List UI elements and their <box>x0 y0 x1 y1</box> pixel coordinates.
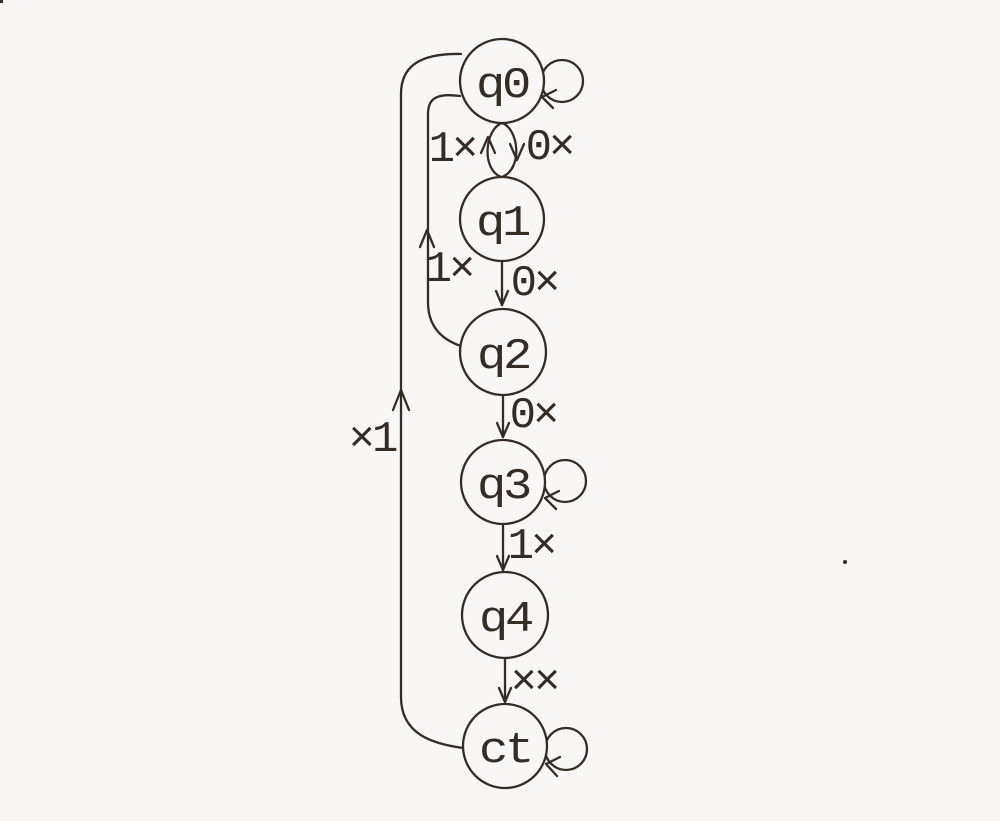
self-loop-ct-arrowhead <box>544 755 562 778</box>
scan-speck-corner <box>0 0 3 3</box>
self-loop-ct <box>543 726 589 772</box>
transition-label-q1-q2: 0× <box>511 259 558 309</box>
state-q1-circle <box>458 175 546 263</box>
transition-label-q4-ct: ×× <box>511 658 558 708</box>
transition-ct-q0-curve <box>399 52 465 750</box>
transition-q0-q1-arrowhead <box>508 142 526 162</box>
self-loop-q0 <box>539 58 585 104</box>
transition-q4-ct-arrowhead <box>497 686 513 704</box>
transition-label-ct-q0: ×1 <box>349 415 397 465</box>
state-q0-circle <box>458 37 546 125</box>
transition-q0-q1-arc <box>500 121 518 179</box>
transition-q1-q0-arc <box>486 121 504 179</box>
transition-q2-q0-curve <box>426 94 463 348</box>
state-label-q3: q3 <box>477 462 530 512</box>
state-q3-circle <box>459 438 547 526</box>
transition-label-q1-q0: 1× <box>429 125 476 175</box>
transition-label-q3-q4: 1× <box>508 522 555 572</box>
state-label-q2: q2 <box>477 332 530 382</box>
state-label-ct: ct <box>479 726 531 776</box>
state-label-q1: q1 <box>476 199 530 249</box>
transition-q3-q4-arrowhead <box>495 554 511 572</box>
transition-label-q2-q0: 1× <box>426 245 473 295</box>
transition-label-q0-q1: 0× <box>526 123 573 173</box>
transition-q2-q3-arrowhead <box>495 421 511 439</box>
scan-speck <box>843 560 847 564</box>
transition-q2-q0-arrowhead <box>418 228 436 249</box>
transition-ct-q0-arrowhead <box>391 388 411 412</box>
transition-q1-q0-arrowhead <box>479 135 497 155</box>
state-q2-circle <box>458 307 548 397</box>
state-label-q0: q0 <box>476 61 529 111</box>
state-q4-circle <box>460 570 550 660</box>
self-loop-q3-arrowhead <box>543 489 561 511</box>
state-label-q4: q4 <box>479 595 533 645</box>
transition-label-q2-q3: 0× <box>510 391 557 441</box>
transition-q1-q2-arrowhead <box>494 289 510 307</box>
state-ct-circle <box>461 702 549 790</box>
